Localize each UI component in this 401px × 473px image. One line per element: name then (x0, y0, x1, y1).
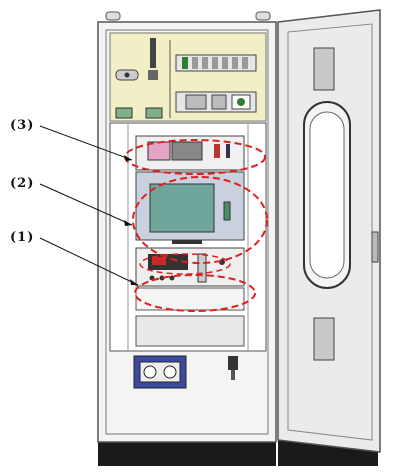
leader-line-2 (39, 183, 133, 226)
pump-icon (133, 355, 187, 389)
blank-panel-2 (135, 315, 245, 347)
blank-panel-1 (135, 287, 245, 311)
cabinet-inner-border (105, 29, 269, 435)
highlight-ellipse-2 (132, 176, 268, 264)
leader-line-1 (39, 237, 139, 286)
analyzer-unit (135, 171, 245, 244)
callout-label-2: (2) (10, 176, 35, 191)
cabinet-base (98, 440, 276, 466)
lifting-eye-right-icon (255, 11, 271, 21)
callout-label-1: (1) (10, 230, 35, 245)
lifting-eye-left-icon (105, 11, 121, 21)
door-handle-icon (371, 231, 379, 263)
callout-label-3: (3) (10, 118, 35, 133)
fan-icon (115, 107, 163, 119)
drain-valve-icon (228, 356, 238, 380)
open-door (277, 9, 381, 453)
leader-line-3 (39, 125, 133, 161)
terminal-block-icon (175, 54, 257, 72)
cable-gland-icon (115, 38, 158, 81)
breaker-block-icon (175, 91, 257, 113)
highlight-ellipse-1b (139, 253, 231, 275)
highlight-ellipse-1 (134, 274, 256, 312)
